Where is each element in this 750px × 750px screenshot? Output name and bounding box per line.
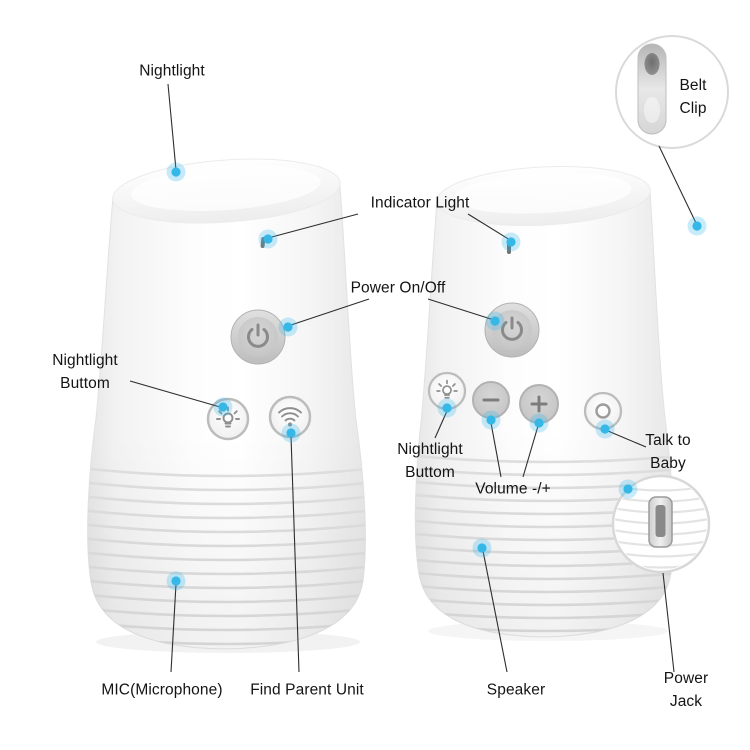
leader-line [662, 572, 675, 673]
leader-line [482, 550, 508, 673]
leader-line [658, 145, 697, 224]
label-indicator-light: Indicator Light [370, 194, 470, 212]
leader-line [290, 435, 300, 673]
baby-unit-top [436, 166, 651, 226]
leader-line [607, 430, 647, 448]
leader-line [434, 410, 448, 439]
callout-dot [437, 398, 457, 418]
talk-icon [595, 403, 611, 419]
callout-dot [595, 419, 615, 439]
parent-unit [87, 158, 366, 650]
leader-line [170, 583, 177, 673]
callout-dot [618, 479, 638, 499]
label-talk-to-baby: Talk to Baby [645, 431, 691, 472]
leader-line [427, 298, 495, 321]
nightlight-icon [436, 379, 458, 399]
callout-dot [501, 232, 521, 252]
label-belt-clip: Belt Clip [679, 76, 707, 117]
nightlight-icon [216, 406, 240, 428]
leader-line [490, 422, 502, 478]
power-jack-icon [648, 496, 673, 548]
leader-line [267, 213, 359, 239]
label-nightlight-buttom-right: Nightlight Buttom [397, 440, 463, 481]
belt-clip-icon [637, 43, 667, 135]
callout-dot [166, 571, 186, 591]
leader-line [167, 83, 177, 171]
power-icon [247, 323, 269, 348]
parent-unit-top [112, 158, 341, 224]
label-power-on-off: Power On/Off [350, 279, 446, 297]
callout-markers [166, 162, 707, 591]
callout-dot [481, 410, 501, 430]
callout-dot [472, 538, 492, 558]
label-power-jack: Power Jack [663, 669, 709, 710]
label-find-parent-unit: Find Parent Unit [250, 681, 364, 699]
wifi-icon [278, 407, 302, 427]
volume-up-button [519, 384, 559, 424]
callout-dot [687, 216, 707, 236]
power-button-right [484, 302, 540, 358]
callout-dot [278, 317, 298, 337]
leader-line [287, 298, 370, 327]
callout-dot [529, 413, 549, 433]
label-speaker: Speaker [486, 681, 546, 699]
nightlight-button-left [206, 397, 250, 441]
plus-icon [530, 395, 548, 413]
baby-unit [414, 166, 674, 638]
callout-dot [485, 311, 505, 331]
label-volume: Volume -/+ [475, 480, 551, 498]
belt-clip-inset [615, 35, 729, 149]
power-icon [501, 316, 523, 341]
callout-dot [281, 423, 301, 443]
label-nightlight-buttom-left: Nightlight Buttom [52, 351, 118, 392]
label-mic: MIC(Microphone) [101, 681, 223, 699]
leader-lines [129, 83, 697, 673]
label-nightlight: Nightlight [139, 62, 205, 80]
leader-line [522, 425, 539, 478]
leader-line [129, 380, 221, 408]
callout-dot [166, 162, 186, 182]
nightlight-button-right [427, 371, 467, 411]
leader-line [467, 213, 511, 241]
power-button-left [230, 309, 286, 365]
callout-dot [258, 229, 278, 249]
callout-dot [213, 397, 233, 417]
